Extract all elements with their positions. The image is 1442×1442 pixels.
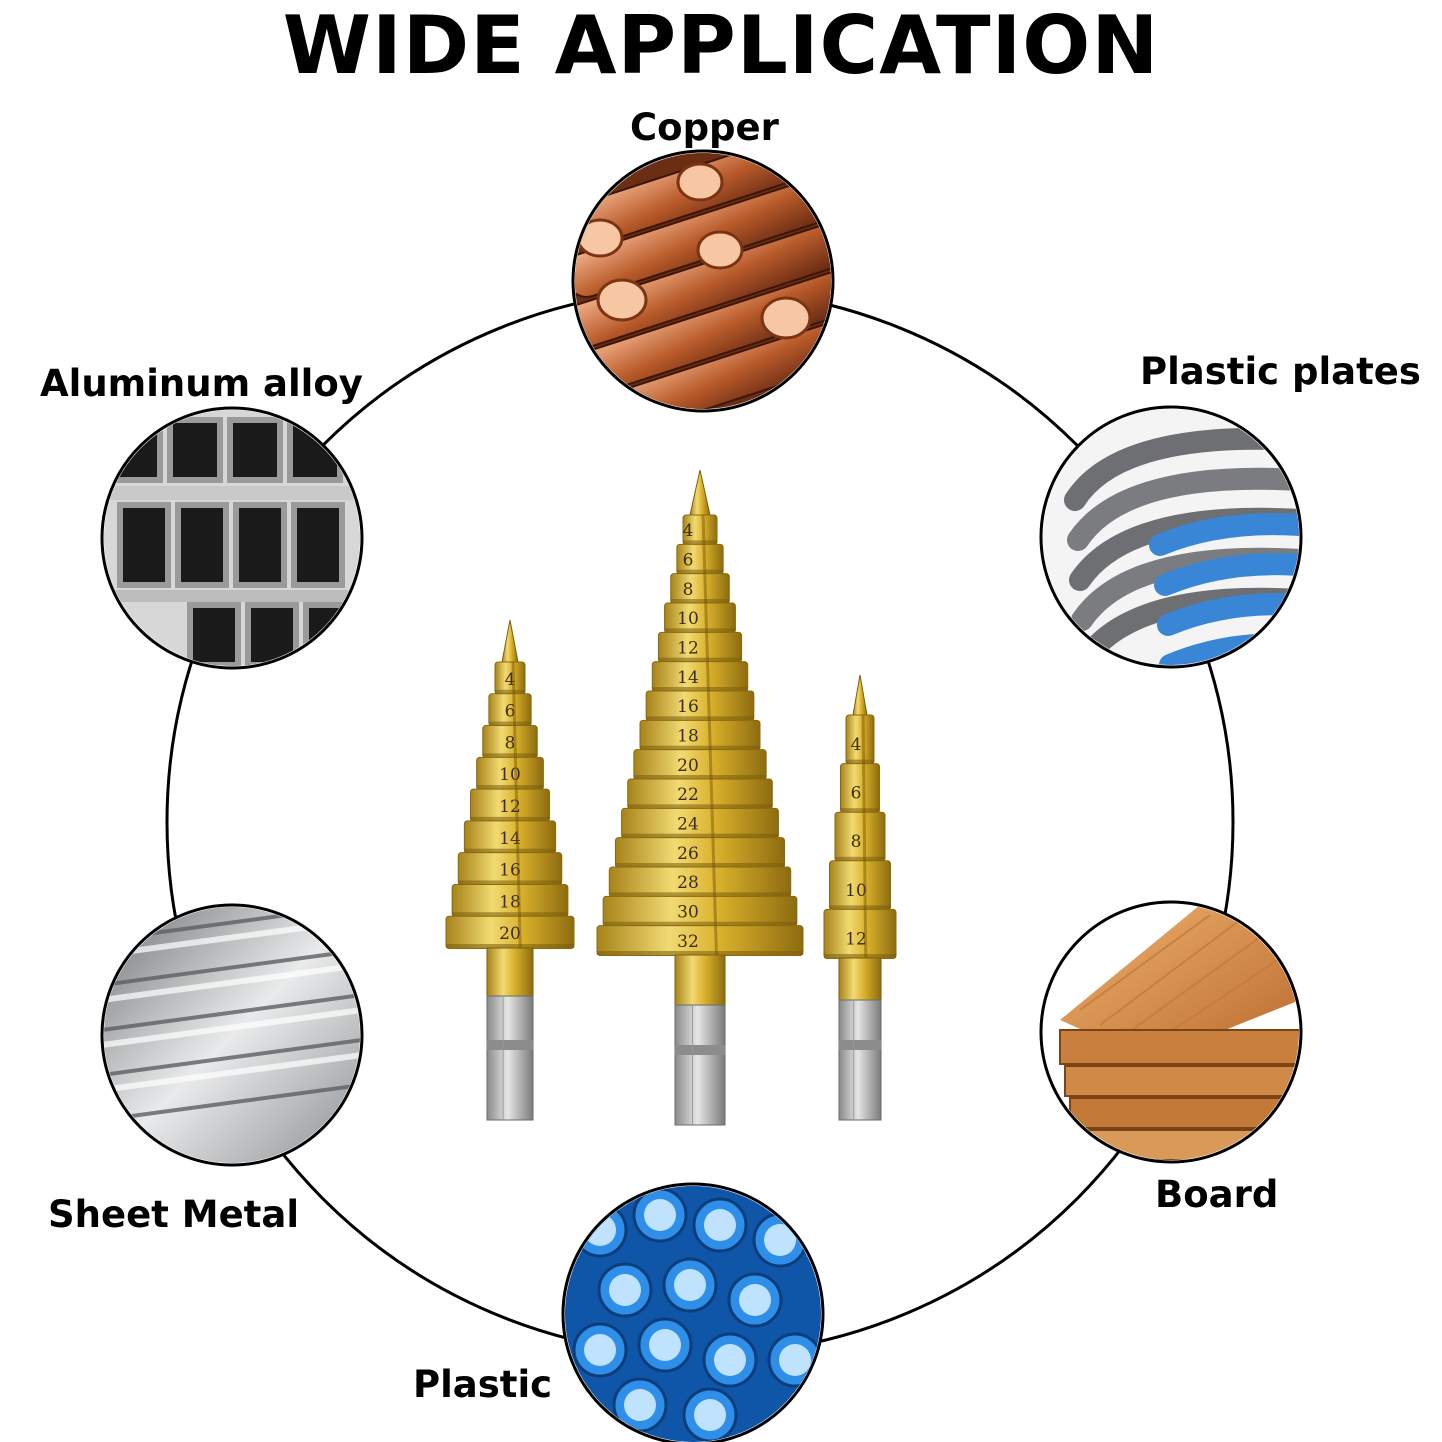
drill-step-label: 32 bbox=[677, 932, 699, 952]
drill-step-edge bbox=[627, 804, 773, 809]
drill-step-label: 8 bbox=[683, 580, 694, 600]
drill-shank-groove bbox=[487, 1040, 533, 1050]
drill-step-label: 6 bbox=[683, 550, 694, 570]
step-drill-bit-center: 4 6 8 10 12 14 16 18 20 22 24 26 28 30 32 bbox=[596, 469, 804, 1126]
drill-step-edge bbox=[652, 687, 748, 691]
drill-step-label: 18 bbox=[677, 726, 699, 746]
drill-step-label: 14 bbox=[499, 829, 521, 849]
drill-step-label: 8 bbox=[851, 832, 862, 852]
drill-step-label: 6 bbox=[851, 784, 862, 804]
drill-step-label: 10 bbox=[677, 609, 699, 629]
drill-step-label: 16 bbox=[499, 861, 521, 881]
drill-step-edge bbox=[452, 912, 568, 917]
label-sheet-metal: Sheet Metal bbox=[48, 1193, 299, 1236]
drill-step-label: 10 bbox=[499, 765, 521, 785]
drill-step-edge bbox=[446, 944, 574, 948]
drill-step-edge bbox=[476, 785, 544, 790]
drill-step-label: 12 bbox=[677, 638, 699, 658]
drill-step-label: 10 bbox=[845, 881, 867, 901]
drill-step-label: 4 bbox=[683, 521, 694, 541]
label-aluminum-alloy: Aluminum alloy bbox=[40, 362, 363, 405]
drill-step-label: 24 bbox=[677, 814, 699, 834]
drill-step-edge bbox=[658, 657, 742, 662]
drill-flute bbox=[701, 514, 718, 956]
drill-step-edge bbox=[640, 745, 760, 750]
drill-step-edge bbox=[829, 905, 891, 910]
drill-shank bbox=[838, 999, 882, 1121]
label-copper: Copper bbox=[630, 106, 779, 149]
drill-step-edge bbox=[488, 721, 532, 726]
drill-flute bbox=[861, 714, 868, 959]
drill-step-label: 22 bbox=[677, 785, 699, 805]
drill-step-edge bbox=[458, 880, 562, 885]
drill-step-label: 14 bbox=[677, 668, 699, 688]
drill-step-label: 12 bbox=[499, 797, 521, 817]
drill-step-edge bbox=[840, 808, 880, 813]
plastic-plates-image bbox=[1039, 405, 1303, 669]
board-image bbox=[1039, 900, 1303, 1164]
copper-image bbox=[571, 149, 835, 413]
drill-step-label: 12 bbox=[845, 929, 867, 949]
drill-shank bbox=[674, 1004, 726, 1126]
drill-step-edge bbox=[609, 892, 791, 897]
label-plastic-plates: Plastic plates bbox=[1140, 350, 1421, 393]
drill-shank bbox=[486, 995, 534, 1121]
drill-step-label: 4 bbox=[851, 735, 862, 755]
drill-step-label: 6 bbox=[505, 702, 516, 722]
drill-step-edge bbox=[664, 628, 736, 633]
drill-step-edge bbox=[615, 863, 785, 867]
drill-step-label: 4 bbox=[505, 670, 516, 690]
drill-step-edge bbox=[670, 599, 730, 603]
aluminum-alloy-image bbox=[100, 406, 364, 670]
drill-step-edge bbox=[621, 833, 779, 838]
drill-step-label: 30 bbox=[677, 902, 699, 922]
drill-step-edge bbox=[633, 775, 767, 779]
label-plastic: Plastic bbox=[413, 1363, 553, 1406]
drill-step-edge bbox=[597, 951, 803, 955]
drill-step-label: 16 bbox=[677, 697, 699, 717]
drill-collar bbox=[674, 954, 726, 1006]
drill-step-label: 8 bbox=[505, 733, 516, 753]
drill-collar bbox=[486, 947, 534, 997]
drill-step-edge bbox=[846, 759, 874, 764]
drill-flute bbox=[511, 661, 522, 949]
label-board: Board bbox=[1155, 1173, 1279, 1216]
drill-step-label: 20 bbox=[677, 756, 699, 776]
drill-step-label: 26 bbox=[677, 844, 699, 864]
drill-step-label: 18 bbox=[499, 892, 521, 912]
drill-step-edge bbox=[482, 753, 538, 758]
drill-step-edge bbox=[495, 689, 525, 694]
drill-step-label: 20 bbox=[499, 924, 521, 944]
drill-step-edge bbox=[835, 856, 885, 861]
sheet-metal-image bbox=[100, 903, 364, 1167]
step-drill-bit-right: 4 6 8 10 12 bbox=[823, 674, 897, 1121]
drill-step-edge bbox=[603, 921, 797, 926]
drill-tip bbox=[852, 674, 868, 716]
drill-step-edge bbox=[470, 816, 550, 821]
plastic-image bbox=[561, 1182, 825, 1442]
drill-step-edge bbox=[676, 569, 724, 574]
drill-tip bbox=[501, 619, 519, 663]
drill-step-edge bbox=[683, 540, 717, 545]
drill-shank-groove bbox=[675, 1045, 725, 1055]
page-title: WIDE APPLICATION bbox=[282, 0, 1160, 92]
drill-shank-groove bbox=[839, 1040, 881, 1050]
drill-step-label: 28 bbox=[677, 873, 699, 893]
drill-collar bbox=[838, 957, 882, 1001]
step-drill-bit-left: 4 6 8 10 12 14 16 18 20 bbox=[445, 619, 575, 1121]
drill-tip bbox=[689, 469, 711, 516]
drill-step-edge bbox=[824, 954, 896, 958]
drill-step-edge bbox=[646, 716, 754, 721]
drill-step-edge bbox=[464, 848, 556, 853]
